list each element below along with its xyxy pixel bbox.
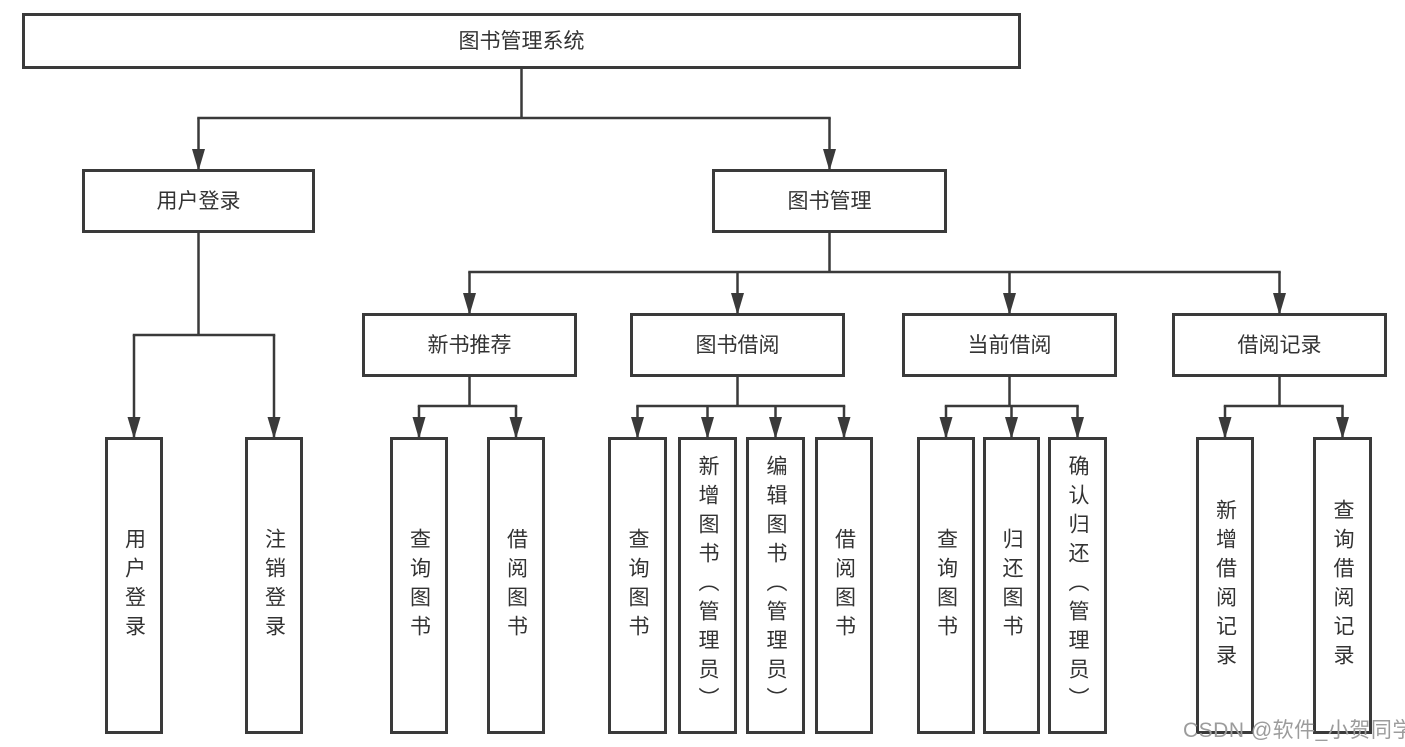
node-leaf-record-query: 查询借阅记录	[1313, 437, 1372, 734]
node-leaf-current-query-book: 查询图书	[917, 437, 975, 734]
node-leaf-borrow-borrow-book: 借阅图书	[815, 437, 873, 734]
node-label: 查询图书	[934, 527, 958, 644]
node-leaf-user-login: 用户登录	[105, 437, 163, 734]
node-label: 借阅图书	[504, 527, 528, 644]
node-label: 图书管理系统	[458, 29, 585, 53]
connector-rail	[944, 377, 1079, 408]
node-leaf-logout: 注销登录	[245, 437, 303, 734]
connector-rail	[1223, 377, 1344, 408]
node-new-book-recommend: 新书推荐	[362, 313, 577, 377]
node-label: 查询借阅记录	[1331, 498, 1354, 673]
node-leaf-borrow-edit-book: 编辑图书（管理员）	[746, 437, 805, 734]
node-current-borrow: 当前借阅	[902, 313, 1117, 377]
node-label: 注销登录	[262, 527, 286, 644]
node-label: 借阅记录	[1237, 333, 1322, 357]
node-leaf-record-add: 新增借阅记录	[1196, 437, 1254, 734]
node-user-login: 用户登录	[82, 169, 315, 233]
node-label: 用户登录	[122, 527, 146, 644]
connector-rail	[197, 69, 831, 120]
node-label: 新增图书（管理员）	[696, 455, 719, 716]
node-label: 图书借阅	[695, 333, 780, 357]
node-label: 查询图书	[626, 527, 649, 644]
connector-rail	[468, 233, 1281, 274]
node-label: 确认归还（管理员）	[1066, 455, 1089, 716]
node-system: 图书管理系统	[22, 13, 1021, 69]
node-leaf-current-confirm-return: 确认归还（管理员）	[1048, 437, 1107, 734]
node-label: 新增借阅记录	[1213, 498, 1237, 673]
node-label: 借阅图书	[832, 527, 856, 644]
node-leaf-borrow-query-book: 查询图书	[608, 437, 667, 734]
node-leaf-current-return-book: 归还图书	[983, 437, 1040, 734]
csdn-watermark: CSDN @软件_小贺同学	[1183, 719, 1405, 742]
node-leaf-recommend-borrow-book: 借阅图书	[487, 437, 545, 734]
node-borrow-records: 借阅记录	[1172, 313, 1387, 377]
connector-rail	[132, 233, 276, 337]
node-book-borrow: 图书借阅	[630, 313, 845, 377]
connector-rail	[636, 377, 846, 408]
connector-rail	[417, 377, 518, 408]
node-label: 用户登录	[156, 189, 241, 213]
node-label: 编辑图书（管理员）	[764, 455, 787, 716]
node-leaf-borrow-add-book: 新增图书（管理员）	[678, 437, 737, 734]
node-label: 查询图书	[407, 527, 431, 644]
node-label: 图书管理	[787, 189, 872, 213]
node-label: 新书推荐	[427, 333, 512, 357]
node-leaf-recommend-query-book: 查询图书	[390, 437, 448, 734]
node-label: 当前借阅	[967, 333, 1052, 357]
node-book-management: 图书管理	[712, 169, 947, 233]
node-label: 归还图书	[1000, 527, 1023, 644]
